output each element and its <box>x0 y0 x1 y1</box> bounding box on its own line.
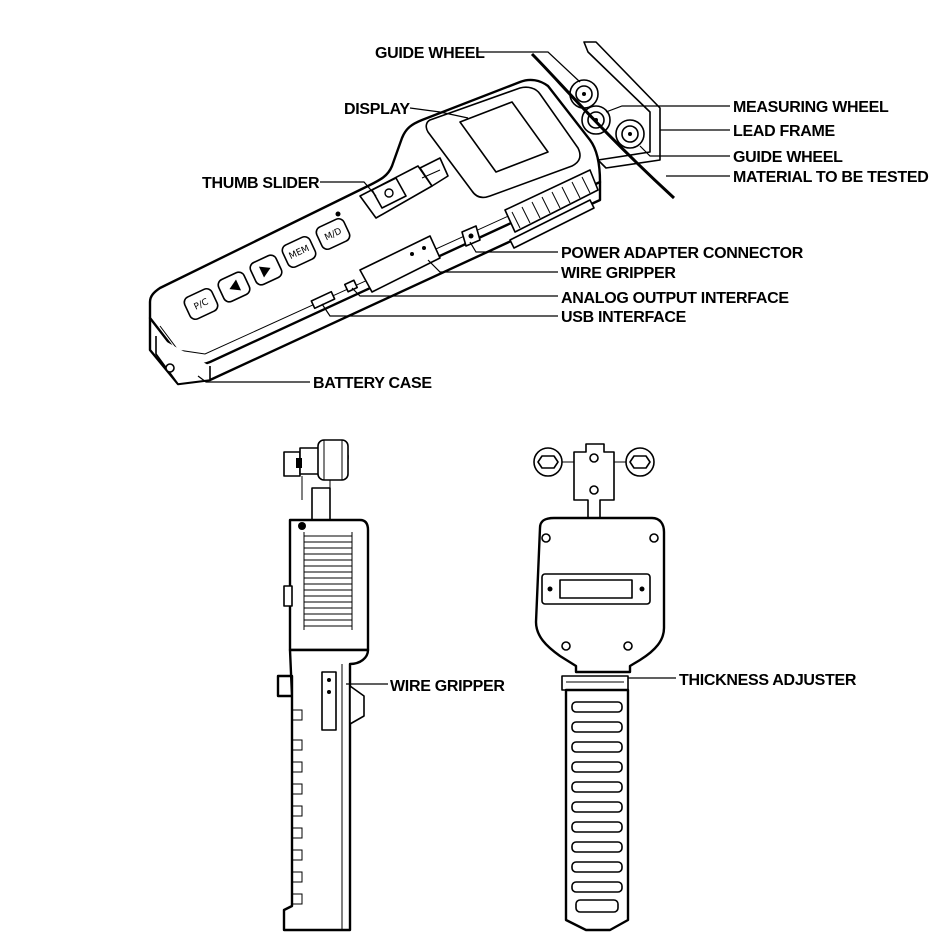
right-arrow-icon <box>258 266 271 278</box>
grip-ribs <box>504 169 599 249</box>
label-analog-output: ANALOG OUTPUT INTERFACE <box>561 290 789 307</box>
device-back-view <box>533 443 666 932</box>
md-button[interactable]: M/D <box>314 217 351 251</box>
label-thickness-adjuster: THICKNESS ADJUSTER <box>679 672 857 689</box>
side-ports <box>310 225 481 310</box>
usb-port <box>310 290 336 310</box>
display-screen <box>459 101 549 173</box>
label-thumb-slider: THUMB SLIDER <box>202 175 320 192</box>
label-display: DISPLAY <box>344 101 410 118</box>
side-vent-slots <box>303 532 353 630</box>
pc-button[interactable]: P/C <box>182 287 219 321</box>
thickness-adjuster[interactable] <box>561 675 629 691</box>
label-wire-gripper-side: WIRE GRIPPER <box>390 678 505 695</box>
side-grip-notches <box>292 709 303 905</box>
label-usb: USB INTERFACE <box>561 309 687 326</box>
mem-button[interactable]: MEM <box>280 235 317 269</box>
analog-port <box>343 279 359 293</box>
right-arrow-button[interactable] <box>248 253 284 287</box>
label-measuring-wheel: MEASURING WHEEL <box>733 99 889 116</box>
test-material-wire <box>530 52 676 200</box>
left-arrow-button[interactable] <box>216 270 252 304</box>
label-lead-frame: LEAD FRAME <box>733 123 836 140</box>
leader-lines-top <box>197 51 730 383</box>
guide-wheel-right <box>615 119 645 149</box>
thumb-slider[interactable] <box>359 157 449 219</box>
device-isometric-view: P/C MEM M/D <box>148 41 676 386</box>
battery-screw <box>165 363 175 373</box>
label-guide-wheel-top: GUIDE WHEEL <box>375 45 485 62</box>
label-battery-case: BATTERY CASE <box>313 375 432 392</box>
guide-wheel-top <box>569 79 599 109</box>
left-arrow-icon <box>229 279 242 291</box>
label-material: MATERIAL TO BE TESTED <box>733 169 929 186</box>
device-side-view <box>276 439 370 932</box>
label-wire-gripper-top: WIRE GRIPPER <box>561 265 676 282</box>
back-grip-ribs <box>571 701 623 913</box>
label-power-adapter: POWER ADAPTER CONNECTOR <box>561 245 804 262</box>
status-led <box>335 211 341 217</box>
label-guide-wheel-right: GUIDE WHEEL <box>733 149 843 166</box>
